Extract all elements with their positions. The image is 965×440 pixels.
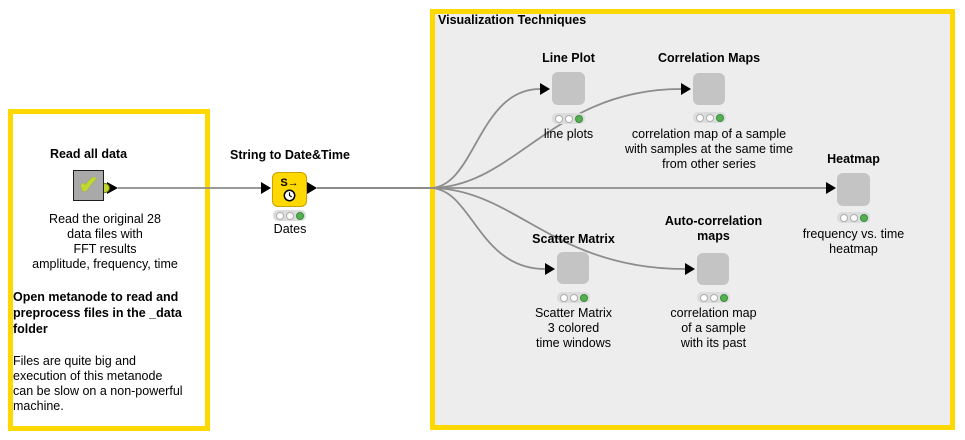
status-circle — [699, 293, 708, 302]
node-auto-correlation[interactable] — [697, 253, 729, 285]
node-label-auto-correlation: correlation map of a sample with its pas… — [670, 306, 757, 350]
traffic-light-heatmap — [837, 212, 870, 223]
status-circle — [695, 113, 704, 122]
check-icon: ✔ — [78, 171, 99, 199]
node-label-heatmap: frequency vs. time heatmap — [802, 227, 905, 256]
node-heatmap[interactable] — [837, 173, 870, 206]
traffic-light-line-plot — [552, 113, 585, 124]
status-circle — [275, 211, 284, 220]
traffic-light-scatter-matrix — [557, 292, 590, 303]
status-circle-green — [859, 213, 868, 222]
node-title-read-all-data: Read all data — [49, 147, 128, 161]
status-circle — [285, 211, 294, 220]
node-title-correlation-maps: Correlation Maps — [657, 51, 761, 65]
status-circle — [564, 114, 573, 123]
traffic-light-s2dt — [273, 210, 306, 221]
node-label-s2dt: Dates — [273, 222, 307, 236]
status-circle-green — [579, 293, 588, 302]
status-circle — [569, 293, 578, 302]
status-circle — [849, 213, 858, 222]
annotation-read-all-data[interactable] — [8, 109, 210, 431]
node-correlation-maps[interactable] — [693, 73, 725, 105]
port-s2dt-input — [261, 182, 271, 194]
node-title-line-plot: Line Plot — [542, 51, 595, 65]
read-bold-note: Open metanode to read and preprocess fil… — [13, 290, 182, 336]
node-title-string-to-datetime: String to Date&Time — [230, 148, 350, 162]
traffic-light-auto-correlation — [697, 292, 730, 303]
node-title-scatter-matrix: Scatter Matrix — [532, 232, 615, 246]
status-circle — [559, 293, 568, 302]
status-circle-green — [295, 211, 304, 220]
node-read-all-data[interactable]: ✔ — [73, 170, 104, 201]
node-line-plot[interactable] — [552, 72, 585, 105]
status-circle — [554, 114, 563, 123]
clock-icon — [283, 189, 296, 201]
read-description: Read the original 28 data files with FFT… — [32, 212, 178, 271]
node-label-correlation-maps: correlation map of a sample with samples… — [624, 127, 794, 171]
status-circle-green — [715, 113, 724, 122]
node-scatter-matrix[interactable] — [557, 252, 589, 284]
node-title-heatmap: Heatmap — [827, 152, 880, 166]
status-circle — [705, 113, 714, 122]
string-to-date-icon: S→ — [280, 176, 299, 189]
status-circle — [709, 293, 718, 302]
node-string-to-datetime[interactable]: S→ — [272, 172, 307, 207]
status-circle-green — [719, 293, 728, 302]
port-s2dt-output — [307, 182, 317, 194]
node-label-scatter-matrix: Scatter Matrix 3 colored time windows — [534, 306, 613, 350]
status-circle-green — [574, 114, 583, 123]
status-circle — [839, 213, 848, 222]
node-title-auto-correlation: Auto-correlation maps — [664, 214, 763, 243]
read-note: Files are quite big and execution of thi… — [13, 354, 183, 413]
viz-box-title: Visualization Techniques — [438, 13, 587, 27]
traffic-light-correlation-maps — [693, 112, 726, 123]
